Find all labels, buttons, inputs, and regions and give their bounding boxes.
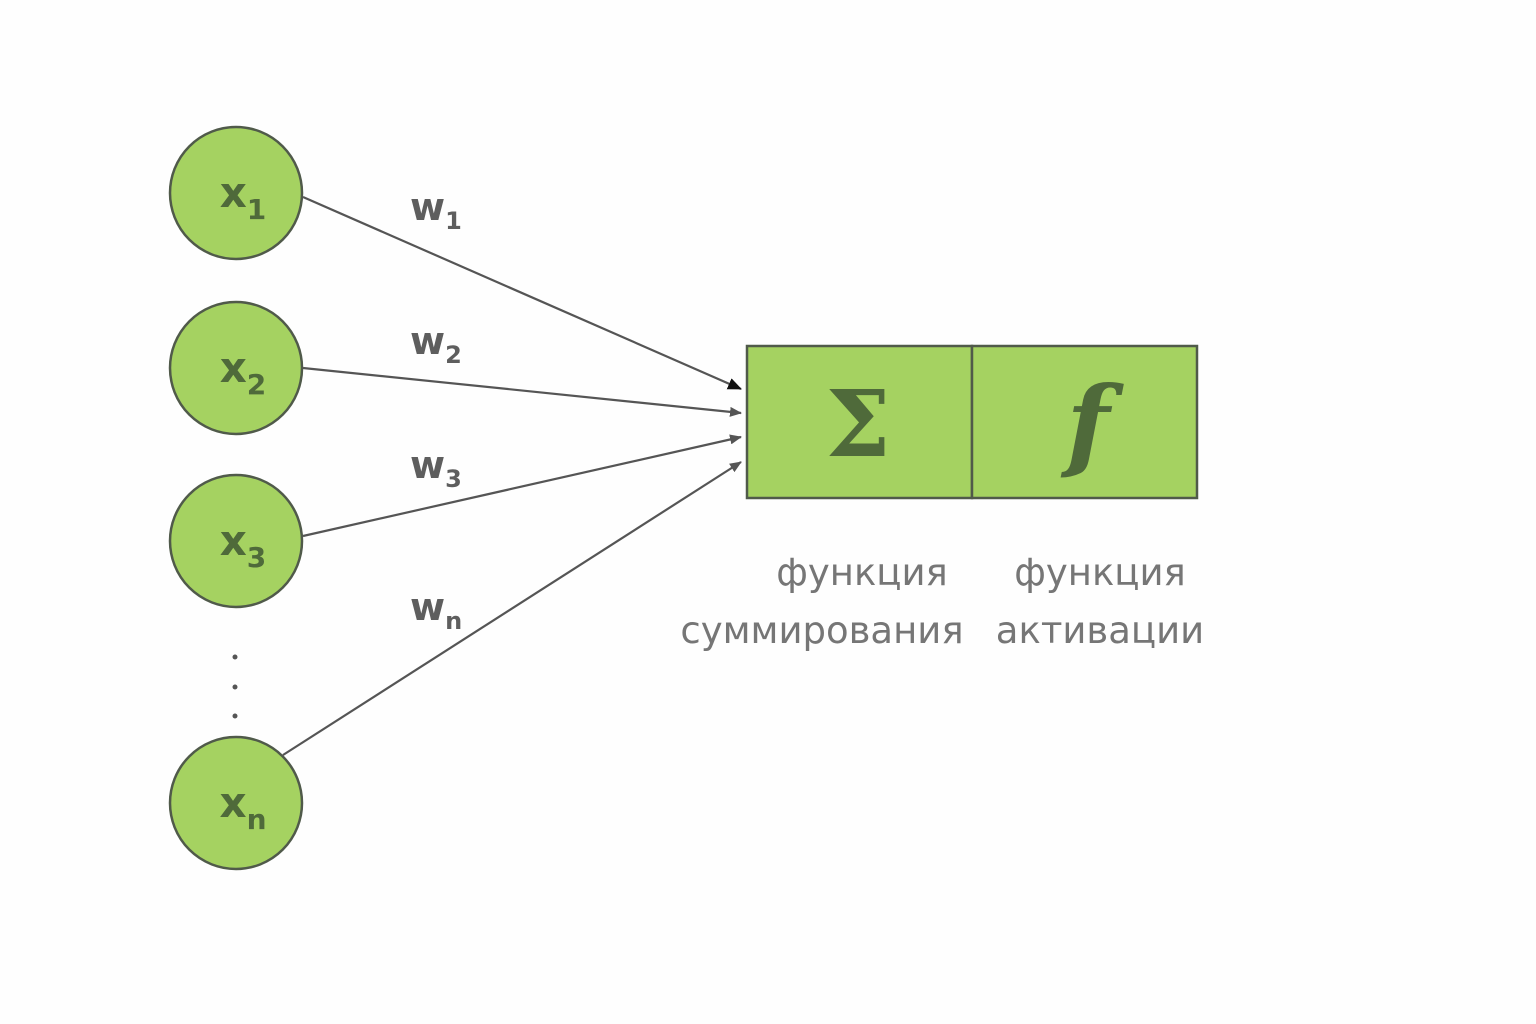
connection-3 [302, 434, 742, 538]
vertical-ellipsis [232, 654, 238, 719]
connection-n [282, 461, 742, 756]
summation-block [745, 344, 974, 500]
svg-text:x3: x3 [220, 516, 267, 574]
connection-2 [302, 366, 742, 417]
weight-1-label: w [410, 185, 445, 229]
input-node-2: x2 [168, 300, 304, 436]
weight-3-label: w [410, 443, 445, 487]
weight-2-subscript: 2 [445, 341, 462, 369]
connection-1 [302, 195, 742, 391]
activation-block [970, 344, 1199, 500]
summation-caption-line-1: функция [776, 551, 948, 594]
weight-1-subscript: 1 [445, 207, 462, 235]
input-node-1: x1 [168, 125, 304, 261]
weight-1: w1 [410, 185, 462, 235]
weight-n-label: w [410, 585, 445, 629]
activation-caption: функция активации [996, 551, 1204, 652]
weight-3-subscript: 3 [445, 465, 462, 493]
weight-n: wn [410, 585, 462, 635]
input-1-label: x [220, 168, 247, 217]
sigma-symbol: Σ [825, 370, 890, 478]
svg-text:x2: x2 [220, 343, 267, 401]
input-2-label: x [220, 343, 247, 392]
input-3-label: x [220, 516, 247, 565]
activation-caption-line-1: функция [1014, 551, 1186, 594]
input-node-n: xn [168, 735, 304, 871]
neuron-box: Σ f [745, 344, 1199, 500]
weight-3: w3 [410, 443, 462, 493]
svg-text:xn: xn [219, 778, 266, 836]
input-1-subscript: 1 [247, 193, 266, 226]
input-n-subscript: n [247, 803, 267, 836]
input-3-subscript: 3 [247, 541, 266, 574]
summation-caption: функция суммирования [680, 551, 963, 652]
weight-2: w2 [410, 319, 462, 369]
input-node-3: x3 [168, 473, 304, 609]
weight-n-subscript: n [445, 607, 462, 635]
activation-caption-line-2: активации [996, 609, 1204, 652]
weight-2-label: w [410, 319, 445, 363]
svg-text:x1: x1 [220, 168, 267, 226]
summation-caption-line-2: суммирования [680, 609, 963, 652]
input-2-subscript: 2 [247, 368, 266, 401]
input-n-label: x [219, 778, 246, 827]
